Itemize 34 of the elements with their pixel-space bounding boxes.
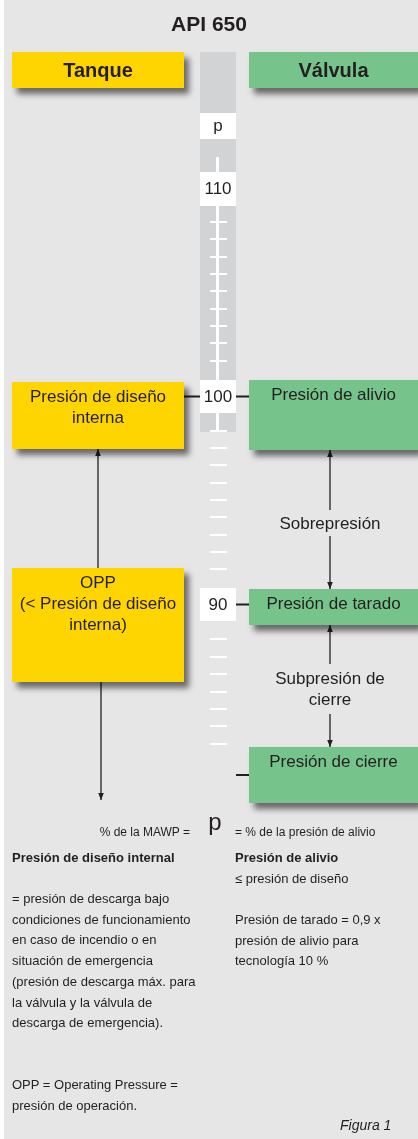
edge-text: Subpresión de cierre: [255, 664, 405, 714]
formula-text: % de la MAWP =: [98, 824, 190, 841]
header-box: Tanque: [12, 52, 184, 88]
note-heading: Presión de diseño internal: [12, 849, 176, 867]
arrow: [98, 681, 104, 801]
connector-line: [235, 395, 250, 398]
connector-line: [235, 603, 250, 606]
scale-value: p: [200, 113, 236, 139]
process-box: OPP (< Presión de diseño interna): [12, 568, 184, 682]
note-text: Presión de tarado = 0,9 x presión de alivio para tecnología 10 %: [235, 911, 382, 971]
connector-line: [183, 395, 201, 398]
figure-caption: Figura 1: [340, 1117, 392, 1133]
note-text: ≤ presión de diseño: [235, 870, 350, 888]
scale-value: 90: [200, 588, 236, 621]
edge-text: Sobrepresión: [270, 510, 390, 536]
process-box: Presión de tarado: [249, 589, 418, 625]
diagram-title: API 650: [170, 12, 248, 36]
scale-value: 110: [200, 172, 236, 206]
arrow: [327, 449, 333, 511]
arrow: [327, 624, 333, 665]
header-box: Válvula: [249, 52, 418, 88]
arrow: [95, 448, 101, 569]
process-box: Presión de cierre: [249, 747, 418, 803]
process-box: Presión de diseño interna: [12, 382, 184, 449]
connector-line: [235, 774, 250, 776]
scale-value: 100: [200, 380, 236, 413]
process-box: Presión de alivio: [249, 380, 418, 450]
note-text: OPP = Operating Pressure = presión de operación.: [12, 1076, 179, 1115]
pressure-symbol: p: [207, 812, 223, 833]
note-heading: Presión de alivio: [235, 849, 340, 867]
arrow: [327, 713, 333, 748]
arrow: [327, 535, 333, 590]
note-text: = presión de descarga bajo condiciones de funcionamiento en caso de incendio o en situación de emergencia (presión de descarga máx. para la válvula y la válvula de descarga de emergencia).: [12, 890, 197, 1033]
formula-text: = % de la presión de alivio: [235, 824, 377, 841]
